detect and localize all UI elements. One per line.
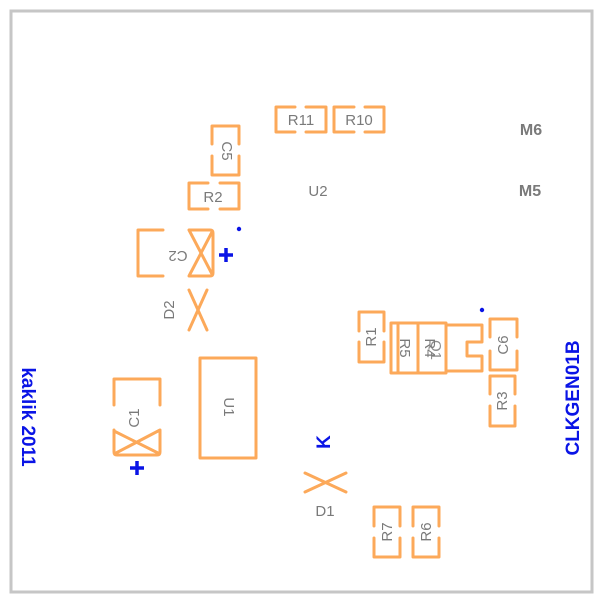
board-outline (9, 9, 594, 594)
q1-label: Q1 (427, 340, 444, 360)
component-r1[interactable]: R1 (357, 310, 386, 364)
board-title-text: CLKGEN01B (563, 340, 584, 455)
r4-silkscreen (416, 321, 448, 375)
c2-silkscreen-left (136, 228, 165, 278)
q1-silkscreen (444, 323, 484, 373)
c1-silkscreen-bottom (112, 428, 162, 457)
r6-silkscreen (411, 505, 441, 559)
component-r2[interactable]: R2 (187, 181, 241, 211)
component-d2[interactable]: D2 (161, 288, 209, 332)
r10-silkscreen (332, 105, 386, 134)
r10-label: R10 (345, 112, 373, 129)
r2-silkscreen (187, 181, 241, 211)
component-r4[interactable]: R4 (416, 321, 448, 375)
pin1-dot-u2 (236, 226, 242, 232)
c1-silkscreen-top (112, 377, 162, 407)
r1-silkscreen (357, 310, 386, 364)
c5-label: C5 (218, 141, 235, 160)
component-c2[interactable]: C2 (136, 228, 233, 278)
component-u2[interactable]: U2 (308, 183, 327, 200)
c6-silkscreen (488, 317, 519, 372)
c2-silkscreen-right (187, 228, 215, 278)
u1-label: U1 (220, 397, 237, 416)
d2-silkscreen (187, 288, 209, 332)
r3-label: R3 (494, 391, 511, 410)
u2-label: U2 (308, 183, 327, 200)
c1-label: C1 (126, 408, 143, 427)
r3-silkscreen (488, 374, 517, 428)
component-c6[interactable]: C6 (488, 317, 519, 372)
r5-label: R5 (396, 338, 413, 357)
c2-label: C2 (168, 247, 187, 264)
r7-label: R7 (379, 522, 396, 541)
r2-label: R2 (203, 189, 222, 206)
r11-silkscreen (274, 105, 328, 134)
r4-label: R4 (421, 338, 438, 357)
component-c1[interactable]: C1 (112, 377, 162, 475)
component-c5[interactable]: C5 (210, 124, 241, 177)
c2-plus-icon (219, 248, 233, 262)
author-text: kaklik 2011 (17, 367, 38, 467)
component-r10[interactable]: R10 (332, 105, 386, 134)
d1-silkscreen (303, 471, 348, 494)
mounting-label-m6: M6 (520, 122, 542, 139)
component-r5[interactable]: R5 (389, 321, 420, 375)
r1-label: R1 (363, 327, 380, 346)
r6-label: R6 (418, 522, 435, 541)
mounting-label-m5: M5 (519, 183, 541, 200)
component-r11[interactable]: R11 (274, 105, 328, 134)
cathode-marker-text: K (314, 435, 335, 449)
r11-label: R11 (288, 112, 314, 129)
component-r6[interactable]: R6 (411, 505, 441, 559)
component-r3[interactable]: R3 (488, 374, 517, 428)
d2-label: D2 (161, 300, 178, 319)
component-d1[interactable]: D1 (303, 471, 348, 520)
r7-silkscreen (372, 505, 402, 559)
component-u1[interactable]: U1 (198, 356, 258, 460)
c1-plus-icon (130, 461, 144, 475)
c5-silkscreen (210, 124, 241, 177)
u1-silkscreen (198, 356, 258, 460)
d1-label: D1 (315, 503, 334, 520)
component-r7[interactable]: R7 (372, 505, 402, 559)
c6-label: C6 (495, 335, 512, 354)
pin1-dot-q1 (479, 307, 485, 313)
component-q1[interactable]: Q1 (427, 323, 484, 373)
